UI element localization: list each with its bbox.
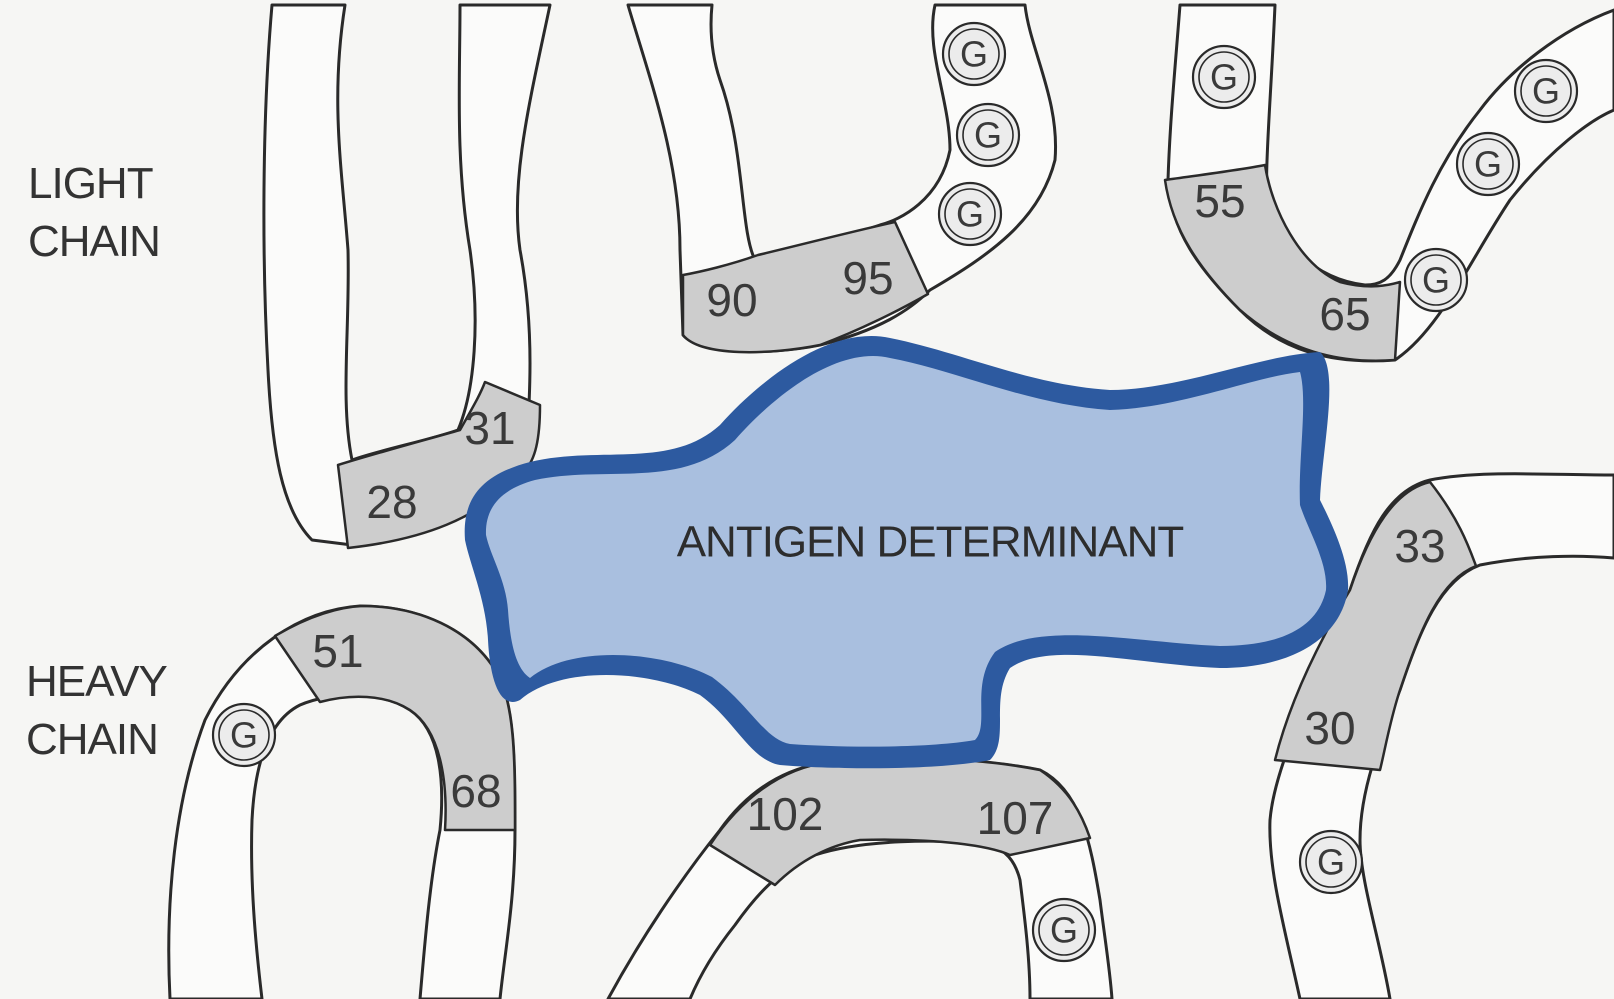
glycine-g-8: G (213, 704, 275, 766)
residue-90: 90 (706, 274, 757, 326)
residue-107: 107 (977, 792, 1054, 844)
glycine-label: G (1317, 842, 1345, 883)
glycine-g-7: G (1405, 249, 1467, 311)
antigen-determinant: ANTIGEN DETERMINANT (465, 336, 1348, 768)
glycine-g-2: G (957, 104, 1019, 166)
heavy-chain-label: HEAVY CHAIN (26, 657, 168, 764)
glycine-label: G (956, 194, 984, 235)
glycine-label: G (230, 715, 258, 756)
glycine-g-4: G (1193, 46, 1255, 108)
heavy-chain-label-line1: HEAVY (26, 657, 168, 706)
glycine-label: G (960, 34, 988, 75)
glycine-g-10: G (1300, 831, 1362, 893)
antigen-label: ANTIGEN DETERMINANT (677, 518, 1184, 567)
glycine-g-1: G (943, 23, 1005, 85)
light-chain-label-line2: CHAIN (28, 217, 160, 266)
residue-31: 31 (464, 402, 515, 454)
residue-30: 30 (1304, 702, 1355, 754)
residue-65: 65 (1319, 288, 1370, 340)
residue-33: 33 (1394, 520, 1445, 572)
heavy-chain-label-line2: CHAIN (26, 715, 158, 764)
residue-28: 28 (366, 476, 417, 528)
glycine-g-9: G (1033, 899, 1095, 961)
glycine-g-5: G (1515, 60, 1577, 122)
glycine-label: G (1532, 71, 1560, 112)
light-chain-label-line1: LIGHT (28, 159, 153, 208)
light-chain-label: LIGHT CHAIN (28, 159, 160, 266)
glycine-label: G (1050, 910, 1078, 951)
glycine-label: G (1474, 144, 1502, 185)
glycine-label: G (1422, 260, 1450, 301)
residue-95: 95 (842, 252, 893, 304)
residue-55: 55 (1194, 175, 1245, 227)
residue-102: 102 (747, 788, 824, 840)
heavy-chain-loop-2: 102 107 (608, 758, 1112, 999)
glycine-g-6: G (1457, 133, 1519, 195)
glycine-label: G (974, 115, 1002, 156)
glycine-label: G (1210, 57, 1238, 98)
residue-68: 68 (450, 765, 501, 817)
light-chain-loop-1: 28 31 (264, 5, 550, 548)
glycine-g-3: G (939, 183, 1001, 245)
residue-51: 51 (312, 625, 363, 677)
heavy-chain-loop-1: 51 68 (169, 606, 515, 999)
